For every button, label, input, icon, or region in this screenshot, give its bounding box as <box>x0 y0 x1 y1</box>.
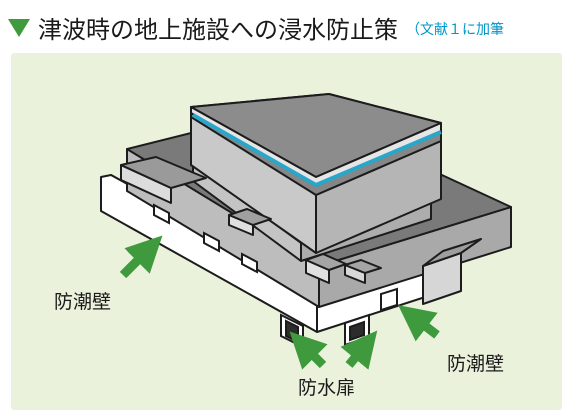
arrow-door-right <box>340 330 378 370</box>
rooftop-box-3-top <box>344 259 382 274</box>
source-note: （文献１に加筆 <box>406 22 504 38</box>
triangle-bullet-icon <box>8 19 30 37</box>
rooftop-box-1-top <box>228 208 272 226</box>
door-3 <box>380 287 398 312</box>
header: 津波時の地上施設への浸水防止策 （文献１に加筆 <box>8 10 504 44</box>
building-drawing <box>100 93 512 333</box>
label-seawall-right: 防潮壁 <box>447 353 505 375</box>
vent-2 <box>203 231 220 253</box>
arrow-seawall-right <box>398 305 440 342</box>
arrow-seawall-left <box>119 235 163 279</box>
facility-illustration <box>100 93 512 370</box>
vent-3 <box>241 252 258 274</box>
label-watertight-door: 防水扉 <box>298 377 356 399</box>
vent-1 <box>153 203 170 225</box>
roof-stripe <box>192 113 442 187</box>
annex-right-top <box>422 238 482 267</box>
arrows <box>119 235 440 370</box>
page-title: 津波時の地上施設への浸水防止策 <box>38 15 398 44</box>
illustration-panel: 防潮壁 防潮壁 防水扉 <box>11 53 562 410</box>
label-seawall-left: 防潮壁 <box>54 291 112 313</box>
seawall-left-openings <box>153 203 258 274</box>
annex-left-top <box>120 156 207 189</box>
arrow-door-left <box>289 331 328 370</box>
